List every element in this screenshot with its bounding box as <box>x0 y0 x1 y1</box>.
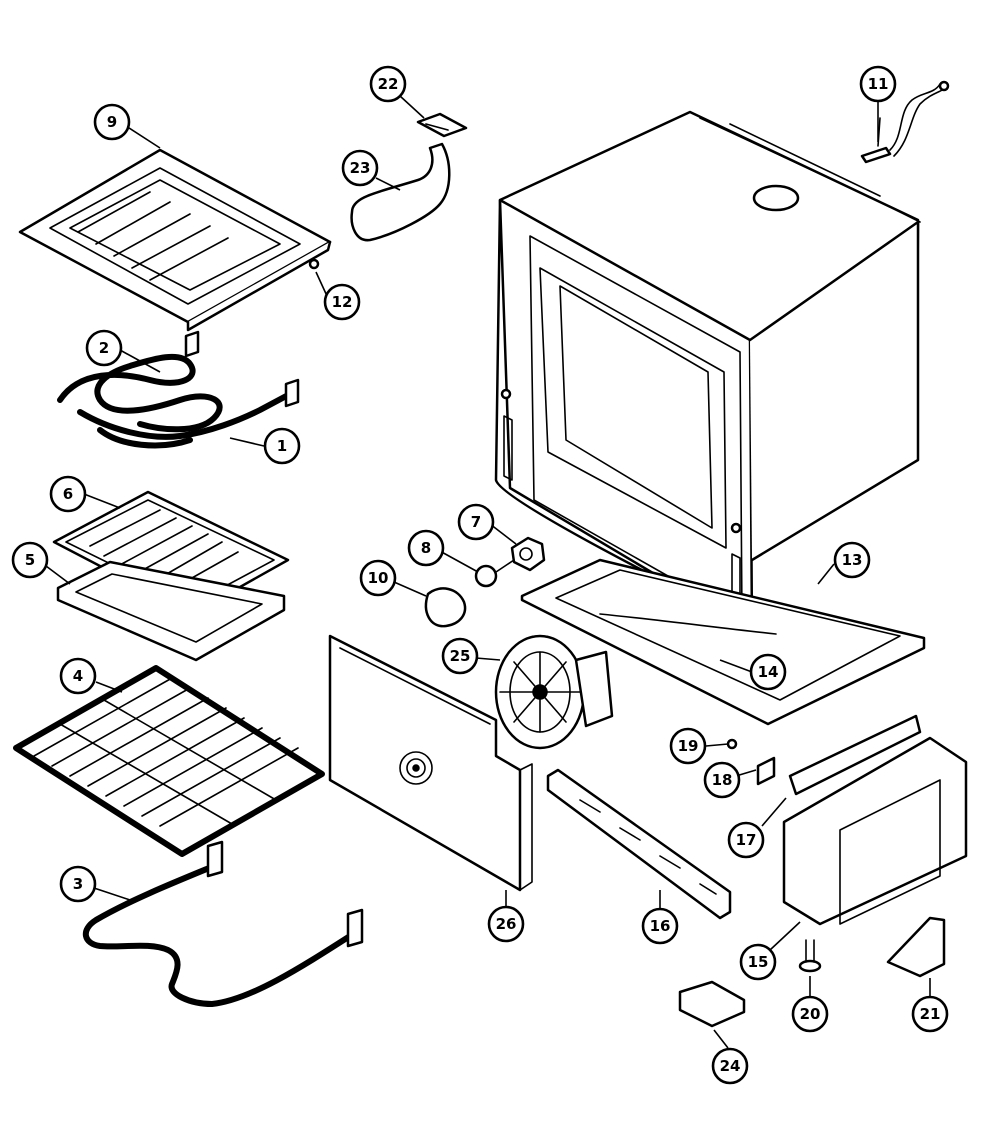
svg-text:22: 22 <box>378 75 399 93</box>
callout-16: 16 <box>641 907 679 945</box>
svg-text:1: 1 <box>277 437 287 455</box>
svg-text:14: 14 <box>758 663 779 681</box>
svg-text:7: 7 <box>471 513 481 531</box>
part-screw <box>308 258 320 270</box>
callout-3: 3 <box>59 865 97 903</box>
svg-text:2: 2 <box>99 339 109 357</box>
callout-17: 17 <box>727 821 765 859</box>
callout-26: 26 <box>487 905 525 943</box>
svg-text:26: 26 <box>496 915 517 933</box>
callout-22: 22 <box>369 65 407 103</box>
part-convection-fan <box>494 634 614 750</box>
callout-9: 9 <box>93 103 131 141</box>
part-oven-cavity <box>494 110 921 634</box>
svg-text:19: 19 <box>678 737 699 755</box>
part-front-cover <box>782 736 968 926</box>
part-broil-element <box>57 330 300 449</box>
part-clip <box>726 738 776 786</box>
callout-25: 25 <box>441 637 479 675</box>
callout-2: 2 <box>85 329 123 367</box>
part-anti-tip-bracket <box>886 916 946 978</box>
callout-8: 8 <box>407 529 445 567</box>
svg-text:10: 10 <box>368 569 389 587</box>
callout-24: 24 <box>711 1047 749 1085</box>
callout-7: 7 <box>457 503 495 541</box>
svg-text:5: 5 <box>25 551 35 569</box>
part-deflector <box>350 142 451 242</box>
part-broiler-pan <box>56 560 286 662</box>
svg-text:8: 8 <box>421 539 431 557</box>
svg-text:20: 20 <box>800 1005 821 1023</box>
leader-lines <box>45 95 931 1049</box>
part-broil-shield <box>18 148 332 332</box>
part-oven-rack <box>13 665 325 857</box>
callout-5: 5 <box>11 541 49 579</box>
callout-6: 6 <box>49 475 87 513</box>
svg-text:17: 17 <box>736 831 757 849</box>
svg-text:13: 13 <box>842 551 863 569</box>
callout-14: 14 <box>749 653 787 691</box>
callout-12: 12 <box>323 283 361 321</box>
svg-text:12: 12 <box>332 293 353 311</box>
part-bottom-pan <box>520 558 926 726</box>
svg-text:4: 4 <box>73 667 83 685</box>
part-lamp-assembly <box>424 536 546 628</box>
svg-text:25: 25 <box>450 647 471 665</box>
svg-text:3: 3 <box>73 875 83 893</box>
callout-13: 13 <box>833 541 871 579</box>
svg-text:23: 23 <box>350 159 371 177</box>
part-convection-panel <box>328 634 533 892</box>
part-vent-bracket <box>546 768 732 920</box>
callout-23: 23 <box>341 149 379 187</box>
callout-10: 10 <box>359 559 397 597</box>
callout-19: 19 <box>669 727 707 765</box>
callout-18: 18 <box>703 761 741 799</box>
callout-20: 20 <box>791 995 829 1033</box>
part-rail <box>788 714 922 796</box>
svg-text:21: 21 <box>920 1005 941 1023</box>
callout-15: 15 <box>739 943 777 981</box>
svg-text:15: 15 <box>748 953 769 971</box>
svg-text:16: 16 <box>650 917 671 935</box>
svg-text:11: 11 <box>868 75 889 93</box>
svg-text:24: 24 <box>720 1057 741 1075</box>
callout-1: 1 <box>263 427 301 465</box>
callout-21: 21 <box>911 995 949 1033</box>
part-small-bracket <box>416 112 468 138</box>
svg-text:9: 9 <box>107 113 117 131</box>
callout-4: 4 <box>59 657 97 695</box>
svg-text:6: 6 <box>63 485 73 503</box>
part-small-cover <box>678 980 746 1028</box>
svg-text:18: 18 <box>712 771 733 789</box>
callout-11: 11 <box>859 65 897 103</box>
part-leveling-leg <box>798 939 822 973</box>
part-sensor <box>860 80 950 164</box>
part-bake-element <box>83 840 364 1007</box>
